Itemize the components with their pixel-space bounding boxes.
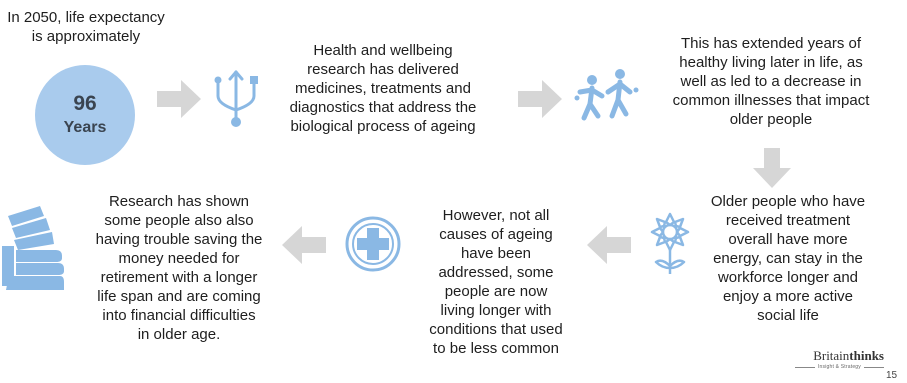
page-number: 15 (886, 370, 898, 381)
medical-cross-icon (343, 214, 403, 274)
step-3-text: Older people who have received treatment… (710, 193, 866, 324)
stat-unit: Years (63, 119, 107, 136)
life-expectancy-circle: 96 Years (35, 65, 135, 165)
dancing-people-icon (574, 68, 640, 128)
logo-tagline: Insight & Strategy (817, 364, 861, 370)
step-5-text: Research has shown some people also also… (95, 193, 263, 343)
flow-arrow-right (157, 80, 201, 118)
flow-arrow-down (753, 148, 791, 188)
brand-logo: Britainthinks Insight & Strategy (784, 348, 884, 370)
intro-line-1: In 2050, life expectancy (7, 9, 165, 26)
intro-text: In 2050, life expectancy is approximatel… (0, 8, 172, 46)
logo-rule (864, 366, 884, 368)
dna-strand-icon (213, 66, 259, 128)
step-2-text: This has extended years of healthy livin… (672, 35, 870, 128)
flow-arrow-left (587, 226, 631, 264)
logo-rule (794, 366, 815, 368)
flow-arrow-right (518, 80, 562, 118)
logo-wordmark: Britainthinks (813, 348, 884, 363)
step-4-text: However, not all causes of ageing have b… (429, 207, 563, 357)
logo-tagline-row: Insight & Strategy (784, 364, 884, 370)
flow-arrow-left (282, 226, 326, 264)
stat-number: 96 (73, 92, 97, 115)
flower-icon (648, 210, 692, 276)
intro-line-2: is approximately (31, 28, 141, 45)
step-1-text: Health and wellbeing research has delive… (289, 42, 477, 135)
hand-holding-money-icon (2, 202, 72, 294)
